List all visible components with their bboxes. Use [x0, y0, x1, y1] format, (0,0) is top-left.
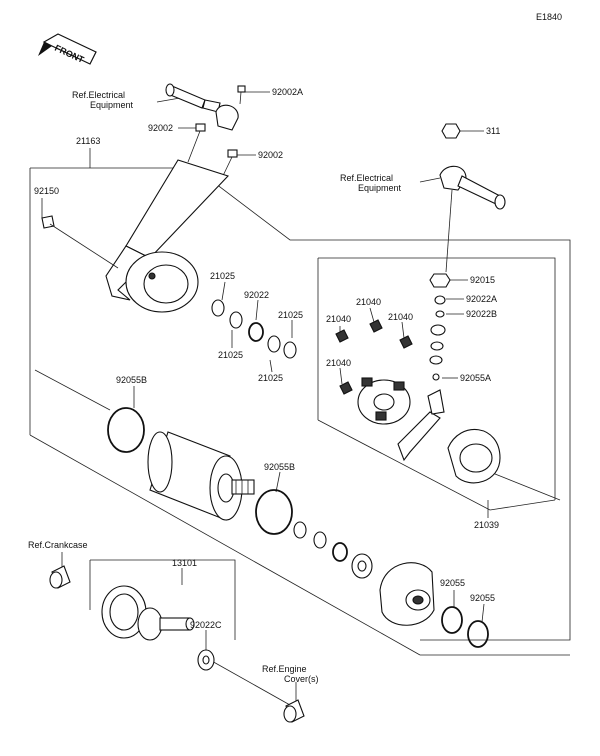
motor-washers-icon	[293, 521, 373, 579]
idler-gear-13101-icon	[101, 585, 195, 641]
part-label-21025-right: 21025	[278, 310, 303, 320]
part-label-21040-right: 21040	[388, 312, 413, 322]
nut-311-icon	[441, 123, 461, 139]
ref-crankcase-label: Ref.Crankcase	[28, 540, 88, 550]
ref-electrical-left-line2: Equipment	[90, 100, 134, 110]
bolt-92002-left-icon	[187, 123, 206, 163]
part-label-21025-bottom: 21025	[258, 373, 283, 383]
o-ring-92055B-right-icon	[255, 489, 293, 535]
part-label-21163: 21163	[76, 136, 100, 146]
reference-labels: Ref.Electrical Equipment Ref.Electrical …	[28, 90, 402, 684]
part-label-92002-right: 92002	[258, 150, 283, 160]
leader-lines	[41, 91, 489, 706]
front-arrow-icon: FRONT	[38, 33, 97, 65]
brushes-21040-icon	[335, 319, 413, 395]
washer-92022C-icon	[197, 649, 215, 671]
ref-electrical-right-line2: Equipment	[358, 183, 402, 193]
part-label-92150: 92150	[34, 186, 59, 196]
part-label-92055B-left: 92055B	[116, 375, 147, 385]
assembly-frame-lines	[29, 167, 571, 656]
washers-21025-icon	[211, 299, 297, 359]
long-bolt-92150-icon	[41, 215, 119, 269]
ref-engine-cover-line2: Cover(s)	[284, 674, 319, 684]
part-label-21025-mid: 21025	[218, 350, 243, 360]
part-label-21039: 21039	[474, 520, 499, 530]
part-number-labels: 92002A 92002 92002 21163 311 92150 92015…	[34, 87, 500, 630]
part-label-92022: 92022	[244, 290, 269, 300]
part-label-92055B-right: 92055B	[264, 462, 295, 472]
nut-92015-icon	[429, 273, 451, 288]
part-label-92015: 92015	[470, 275, 495, 285]
diagram-code: E1840	[536, 12, 562, 22]
starter-motor-body-icon	[147, 431, 255, 521]
part-label-21040-left: 21040	[326, 314, 351, 324]
part-label-21040-top: 21040	[356, 297, 381, 307]
front-cover-icon	[379, 562, 435, 626]
part-label-92022C: 92022C	[190, 620, 222, 630]
electrical-cable-right-icon	[439, 165, 506, 273]
part-label-92022B: 92022B	[466, 309, 497, 319]
part-label-311: 311	[486, 126, 500, 136]
o-ring-92055B-left-icon	[107, 407, 145, 453]
bolt-92002A-icon	[237, 85, 246, 105]
starter-bracket-21163-icon	[105, 159, 230, 313]
o-ring-92055-a-icon	[441, 606, 463, 634]
ref-electrical-right-line1: Ref.Electrical	[340, 173, 393, 183]
part-label-92022A: 92022A	[466, 294, 497, 304]
part-label-92002A: 92002A	[272, 87, 303, 97]
part-label-13101: 13101	[172, 558, 197, 568]
brush-plate-icon	[357, 377, 411, 425]
part-label-21025-top: 21025	[210, 271, 235, 281]
electrical-cable-left-icon	[165, 83, 239, 131]
engine-cover-bushing-icon	[283, 699, 305, 723]
crankcase-bushing-icon	[49, 565, 71, 589]
part-label-92055-right: 92055	[470, 593, 495, 603]
part-label-21040-bottom: 21040	[326, 358, 351, 368]
washer-stack-icon	[429, 295, 446, 381]
part-label-92055-left: 92055	[440, 578, 465, 588]
ref-electrical-left-line1: Ref.Electrical	[72, 90, 125, 100]
o-ring-92055-b-icon	[467, 620, 489, 648]
part-label-92002-left: 92002	[148, 123, 173, 133]
part-label-92055A: 92055A	[460, 373, 491, 383]
end-cover-21039-icon	[397, 389, 501, 484]
ref-engine-cover-line1: Ref.Engine	[262, 664, 307, 674]
